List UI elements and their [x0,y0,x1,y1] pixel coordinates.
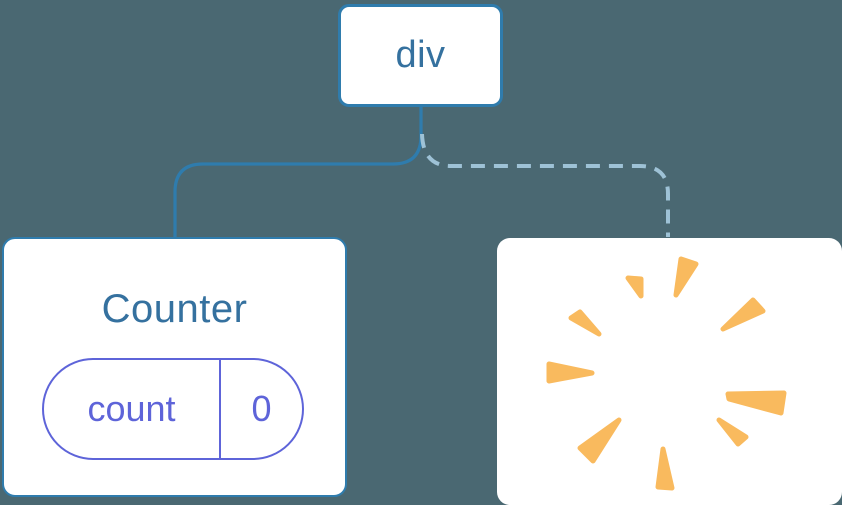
burst-ray-lower-right [716,417,749,447]
solid-link-line [173,104,423,239]
state-value-cell: 0 [221,360,302,458]
state-key-label: count [87,388,176,429]
state-pill: count 0 [42,358,304,460]
poof-burst-icon [546,256,787,491]
state-value-label: 0 [251,388,272,429]
dashed-link-line [420,133,670,237]
burst-ray-lower-left [577,417,622,464]
burst-ray-right [725,390,787,416]
burst-ray-left [546,361,595,384]
state-key-cell: count [44,360,221,458]
burst-ray-upper-right [720,297,766,332]
burst-ray-top [673,256,699,298]
burst-ray-top-small [625,275,644,299]
root-node: div [338,4,503,107]
removed-card [497,238,842,505]
root-node-label: div [395,34,446,76]
counter-card-title: Counter [101,287,248,331]
burst-ray-bottom [655,446,675,491]
counter-card: Counter count 0 [2,237,347,497]
burst-ray-upper-left [568,309,602,337]
